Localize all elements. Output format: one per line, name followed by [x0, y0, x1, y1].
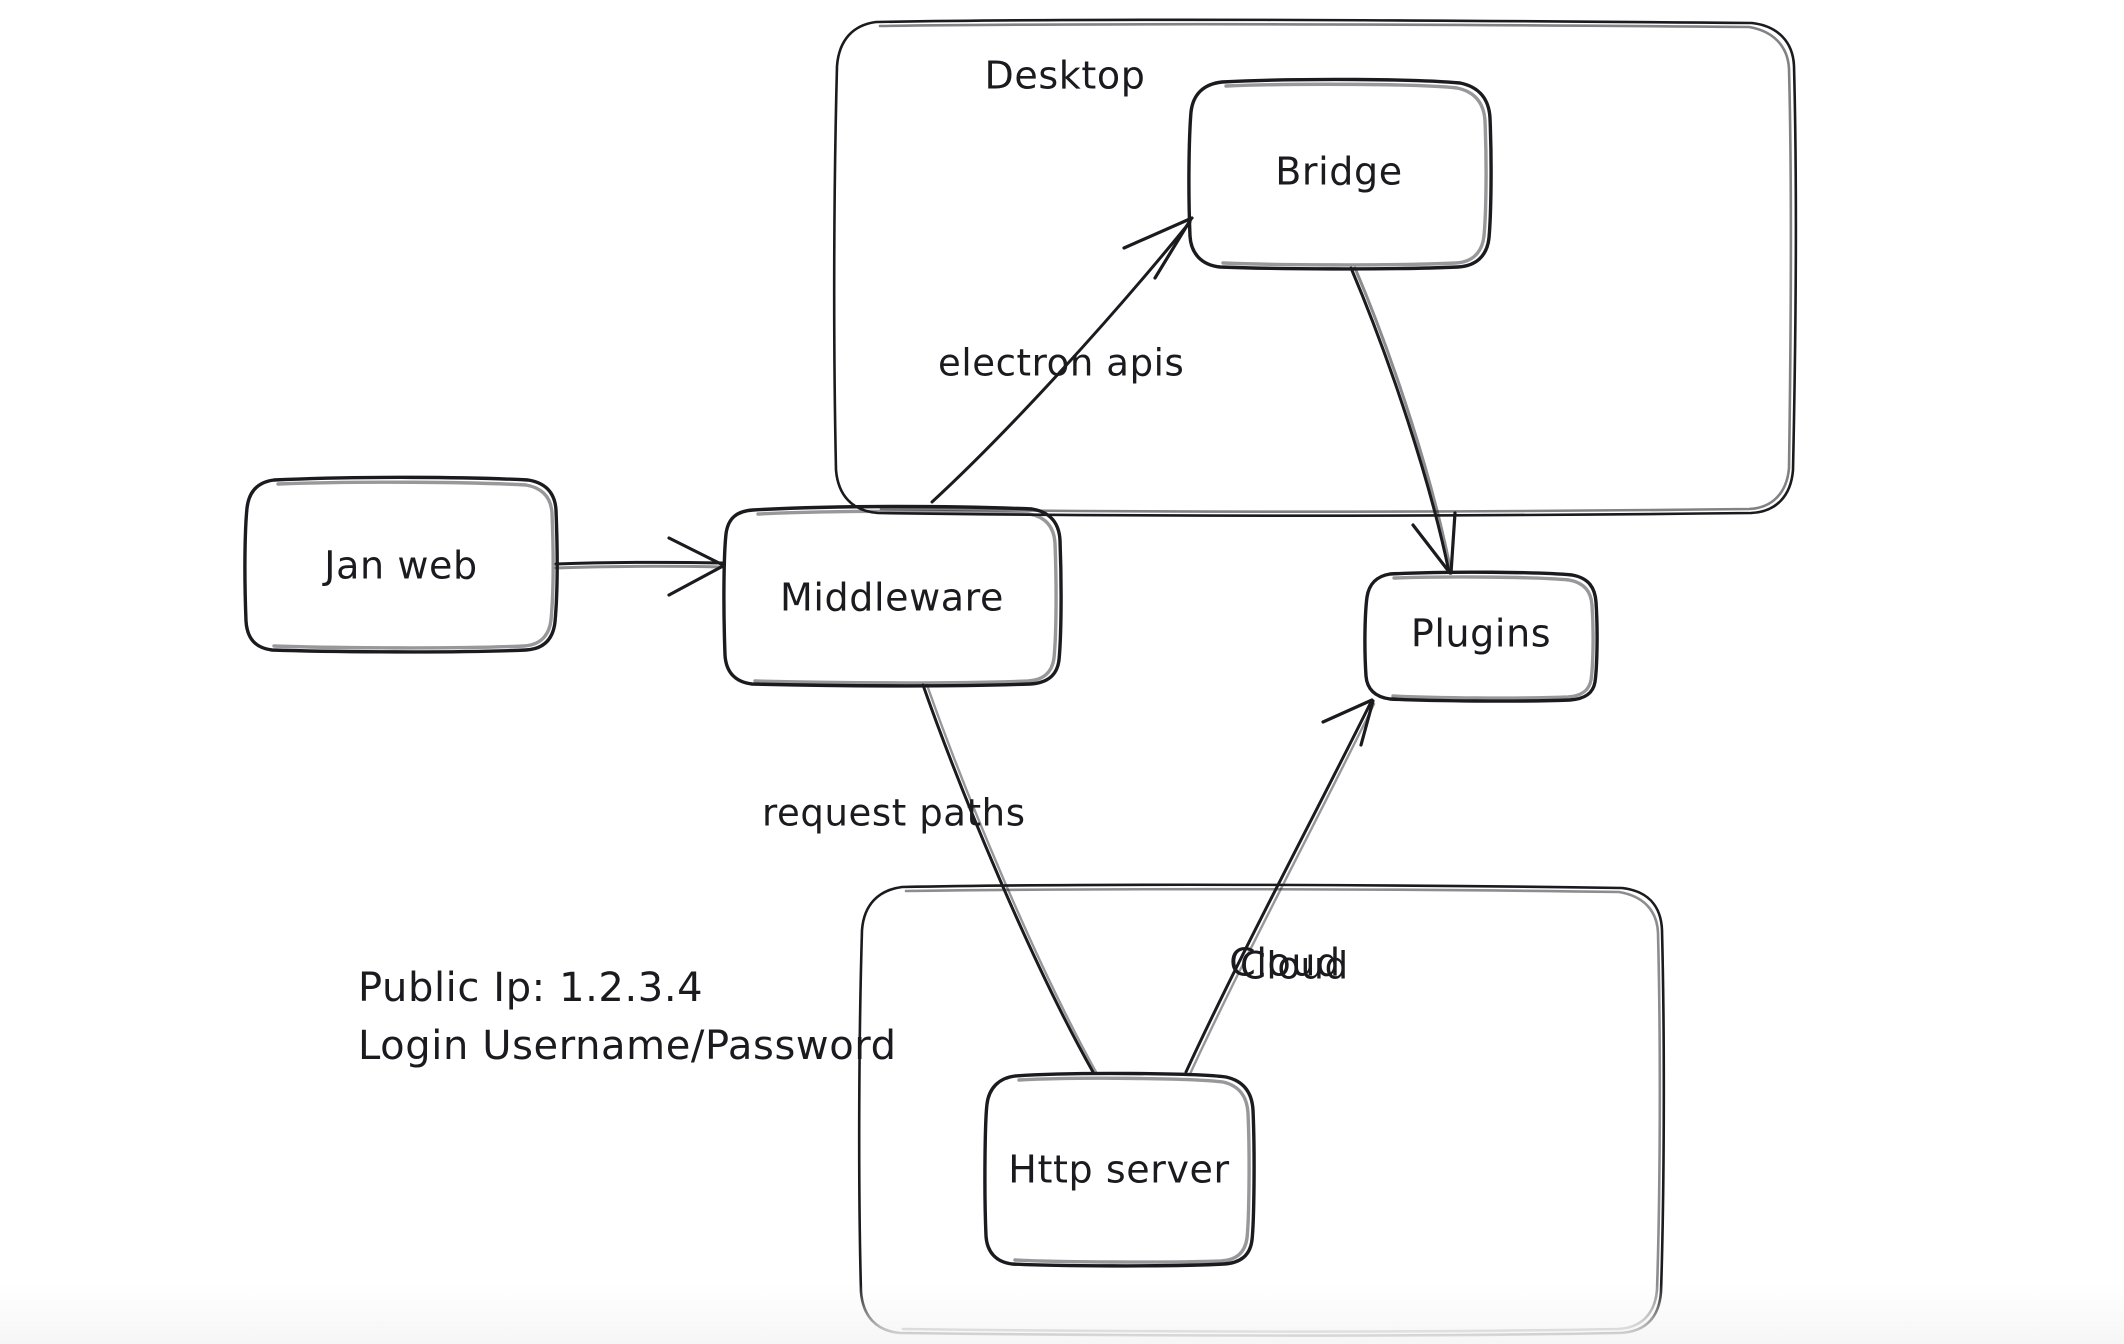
node-bridge[interactable]: Bridge [1187, 77, 1493, 271]
plugins-label: Plugins [1411, 612, 1551, 656]
janweb-middleware-line [554, 560, 725, 566]
node-plugins[interactable]: Plugins [1363, 570, 1599, 703]
bridge-label: Bridge [1275, 150, 1402, 194]
desktop-container-outline [832, 18, 1798, 517]
request-paths-label: request paths [762, 792, 1026, 835]
desktop-container-label: Desktop [985, 54, 1146, 98]
bridge-plugins-arrowhead [1411, 511, 1457, 575]
edge-bridge-to-plugins[interactable] [1349, 266, 1457, 575]
edge-httpserver-to-plugins[interactable]: Cloud [1184, 698, 1376, 1076]
connection-note[interactable]: Public Ip: 1.2.3.4 Login Username/Passwo… [358, 965, 897, 1069]
note-login-credentials: Login Username/Password [358, 1023, 897, 1069]
bridge-box-outline [1187, 77, 1493, 271]
jan-web-box-outline [243, 475, 559, 654]
electron-apis-line [930, 220, 1192, 504]
bridge-box-outline-2 [1221, 82, 1488, 267]
http-server-box-outline-2 [1013, 1076, 1251, 1264]
note-public-ip: Public Ip: 1.2.3.4 [358, 965, 703, 1011]
http-server-label: Http server [1008, 1148, 1229, 1192]
node-http-server[interactable]: Http server [983, 1071, 1256, 1268]
cloud-line-2 [1188, 702, 1376, 1076]
http-server-box-outline [983, 1071, 1256, 1268]
plugins-box-outline-2 [1391, 575, 1595, 700]
node-middleware[interactable]: Middleware [722, 504, 1063, 688]
middleware-label: Middleware [780, 576, 1004, 620]
jan-web-label: Jan web [322, 544, 477, 588]
middleware-box-outline-2 [753, 509, 1058, 685]
desktop-container-outline-2 [878, 22, 1793, 513]
request-paths-line-2 [925, 683, 1098, 1074]
electron-apis-label: electron apis [938, 342, 1184, 385]
janweb-middleware-line-2 [554, 564, 724, 570]
edge-middleware-to-httpserver[interactable]: request paths [762, 683, 1098, 1074]
plugins-box-outline [1363, 570, 1599, 703]
edge-middleware-to-bridge[interactable]: electron apis [930, 216, 1194, 504]
cloud-arrowhead [1321, 698, 1375, 747]
bridge-plugins-line-2 [1353, 266, 1453, 574]
cloud-edge-label: Cloud [1240, 945, 1349, 988]
node-jan-web[interactable]: Jan web [243, 475, 559, 654]
middleware-box-outline [722, 504, 1063, 688]
electron-apis-arrowhead [1122, 216, 1194, 280]
edge-janweb-to-middleware[interactable] [554, 536, 725, 597]
jan-web-box-outline-2 [272, 480, 555, 650]
janweb-middleware-arrowhead [667, 536, 725, 597]
bridge-plugins-line [1349, 266, 1451, 574]
request-paths-line [921, 683, 1095, 1074]
container-desktop[interactable]: Desktop [832, 18, 1798, 517]
cloud-line [1184, 700, 1373, 1074]
